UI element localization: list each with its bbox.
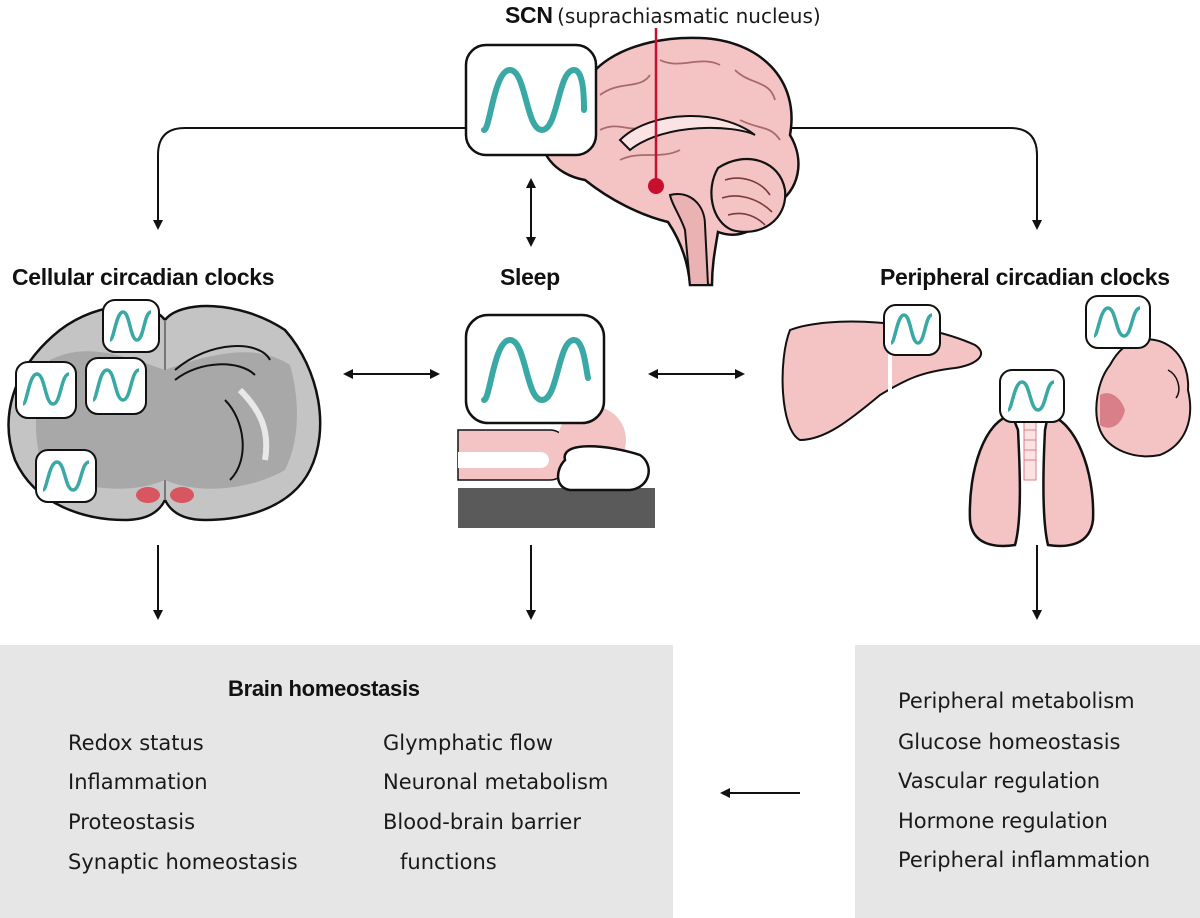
cellular-oscillator-icon-2 — [15, 361, 77, 419]
liver-oscillator-icon — [883, 304, 941, 356]
sleep-oscillator-icon — [464, 313, 606, 425]
cellular-clocks-heading: Cellular circadian clocks — [12, 264, 275, 290]
heart-oscillator-icon — [1085, 295, 1151, 349]
lungs-illustration — [968, 409, 1095, 548]
arrow-scn-to-peripheral — [790, 127, 1042, 230]
list-item: Inflammation — [68, 770, 208, 794]
list-item: Neuronal metabolism — [383, 770, 609, 794]
list-item: Glymphatic flow — [383, 731, 554, 755]
sleep-heading: Sleep — [500, 264, 560, 290]
scn-label: SCN (suprachiasmatic nucleus) — [505, 2, 821, 29]
list-item: Blood-brain barrier — [383, 810, 581, 834]
list-item: Redox status — [68, 731, 204, 755]
list-item: Vascular regulation — [898, 769, 1101, 793]
scn-subtitle: (suprachiasmatic nucleus) — [557, 4, 821, 28]
list-item: Peripheral inflammation — [898, 848, 1151, 872]
peripheral-clocks-heading: Peripheral circadian clocks — [880, 264, 1170, 290]
liver-illustration — [781, 320, 983, 442]
human-brain-illustration — [541, 28, 800, 287]
cellular-oscillator-icon-1 — [102, 299, 160, 353]
cellular-oscillator-icon-4 — [35, 449, 97, 503]
brain-homeostasis-title: Brain homeostasis — [228, 676, 420, 701]
sleep-illustration — [457, 406, 655, 528]
list-item: Glucose homeostasis — [898, 730, 1121, 754]
cellular-oscillator-icon-3 — [85, 357, 147, 415]
scn-oscillator-icon — [464, 43, 598, 157]
list-item: Peripheral metabolism — [898, 689, 1135, 713]
list-item: Proteostasis — [68, 810, 196, 834]
list-item: Hormone regulation — [898, 809, 1108, 833]
arrow-scn-to-cellular — [153, 127, 466, 230]
brain-homeostasis-box — [0, 645, 673, 918]
list-item: Synaptic homeostasis — [68, 850, 298, 874]
peripheral-outcomes-box — [855, 645, 1200, 918]
heart-illustration — [1095, 338, 1192, 458]
lungs-oscillator-icon — [999, 369, 1065, 423]
scn-title: SCN — [505, 2, 553, 28]
list-item: functions — [400, 850, 497, 874]
scn-dot — [648, 178, 664, 194]
